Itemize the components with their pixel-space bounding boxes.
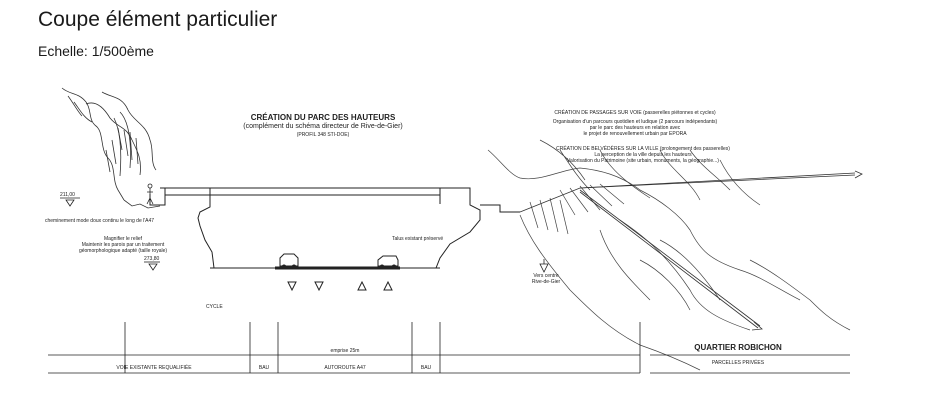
parcelles-label: PARCELLES PRIVÉES (712, 359, 765, 366)
arrow-down-marker (539, 259, 549, 273)
talus-label: Talus existant préservé (392, 236, 443, 242)
profile-strip (48, 322, 850, 374)
belvederes-line-2: Valorisation du Patrimoine (site urbain,… (567, 158, 719, 164)
view-arrows (519, 170, 863, 331)
scale-label: Echelle: 1/500ème (38, 43, 154, 59)
passages-title: CRÉATION DE PASSAGES SUR VOIE (passerell… (554, 109, 716, 116)
vers-centre-line-2: Rive-de-Gier (532, 279, 561, 285)
belvederes-title: CRÉATION DE BELVÉDÈRES SUR LA VILLE (pro… (556, 145, 730, 152)
altitude-marker-top (60, 197, 80, 207)
altitude-bottom-label: 273,80 (144, 256, 160, 262)
bau-right-label: BAU (421, 365, 432, 371)
left-rock-sketch (61, 87, 161, 209)
cheminement-label: cheminement mode doux continu le long de… (45, 218, 154, 224)
bau-left-label: BAU (259, 365, 270, 371)
passages-line-2: par le parc des hauteurs en relation ave… (590, 125, 681, 131)
autoroute-label: AUTOROUTE A47 (324, 365, 366, 371)
right-hillside-sketch (487, 139, 851, 371)
page-title: Coupe élément particulier (38, 8, 278, 31)
vers-centre-line-1: Vers centre (533, 273, 559, 279)
relief-line-1: Magnifier le relief (104, 236, 143, 242)
vehicle-right (377, 255, 399, 270)
altitude-marker-bottom (144, 261, 160, 271)
person-figure (146, 183, 154, 205)
parc-title: CRÉATION DU PARC DES HAUTEURS (251, 113, 396, 122)
belvederes-line-1: La perception de la ville depuis les hau… (594, 152, 692, 158)
cycle-label: CYCLE (206, 304, 223, 310)
relief-line-3: géomorphologique adapté (taille royale) (79, 248, 167, 254)
altitude-top-label: 211,00 (60, 192, 75, 198)
parc-profil: (PROFIL 348 STI-DOE) (297, 132, 350, 138)
quartier-label: QUARTIER ROBICHON (694, 343, 782, 352)
voie-label: VOIE EXISTANTE REQUALIFIÉE (116, 364, 192, 371)
parc-subtitle: (complément du schéma directeur de Rive-… (243, 123, 403, 130)
traffic-direction-markers (287, 280, 393, 292)
passages-line-1: Organisation d'un parcours quotidien et … (553, 119, 718, 125)
emprise-label: emprise 25m (331, 348, 360, 354)
vehicle-left (279, 253, 299, 270)
passages-line-3: le projet de renouvellement urbain par E… (583, 131, 687, 137)
relief-line-2: Maintenir les parois par un traitement (82, 242, 165, 248)
terrain-section (149, 187, 520, 270)
